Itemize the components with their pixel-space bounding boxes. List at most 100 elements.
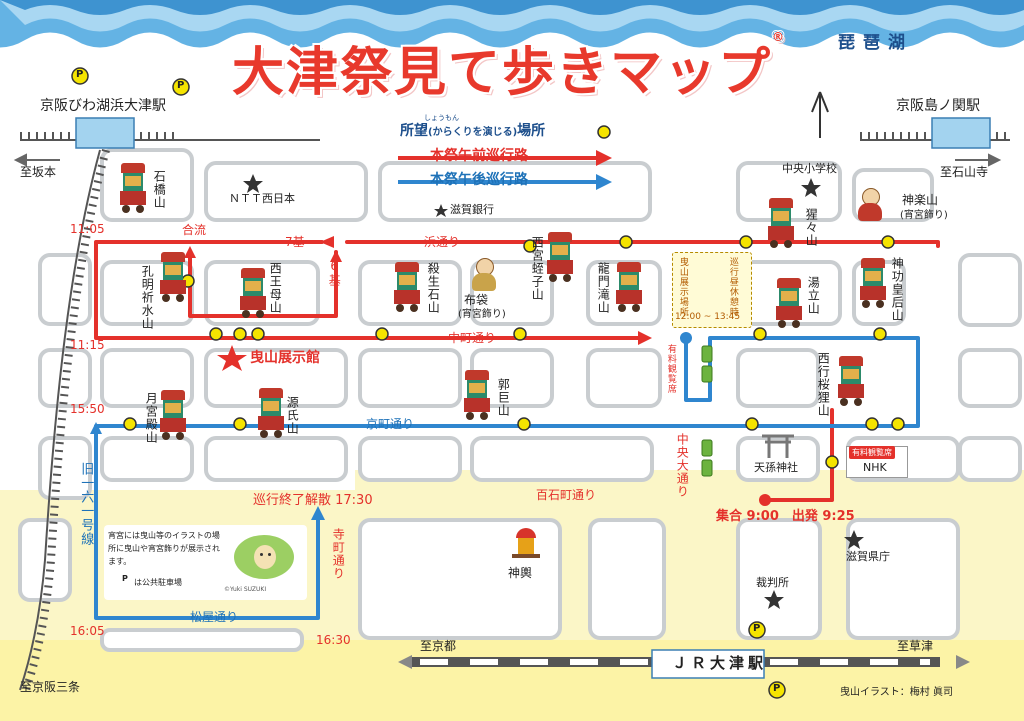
note-box: 宵宮には曳山等のイラストの場所に曳山や宵宮飾りが展示されます。 は公共駐車場 P… xyxy=(104,525,307,600)
route-goryu: 合流 xyxy=(182,223,207,237)
parking-icon: P xyxy=(76,69,84,80)
route-six: 6基 xyxy=(327,259,342,287)
float-label-hotei: 布袋 xyxy=(464,293,489,307)
float-icon-kakkyo xyxy=(462,370,492,420)
star-icon xyxy=(801,178,821,197)
morning-route xyxy=(345,240,940,248)
block xyxy=(204,161,368,222)
float-icon-saigyo xyxy=(836,356,866,406)
block xyxy=(958,253,1022,327)
shomo-ruby: しょうもん xyxy=(424,114,459,122)
float-icon-seiobo xyxy=(238,268,268,318)
float-icon-sessho xyxy=(392,262,422,312)
mascot-icon xyxy=(234,531,294,583)
time-1550: 15:50 xyxy=(70,402,105,416)
station-shimanoseki: 京阪島ノ関駅 xyxy=(896,98,980,114)
dir-keihan-sanjo: 至京阪三条 xyxy=(20,680,81,694)
shomo-stop xyxy=(233,327,247,341)
block xyxy=(846,518,960,640)
map-title: 大津祭見て歩きマップ® xyxy=(232,30,787,103)
shomo-stop xyxy=(513,327,527,341)
float-note-kagura: (宵宮飾り) xyxy=(900,210,948,221)
landmark-hikiyama-hall: 曳山展示館 xyxy=(250,350,320,366)
landmark-nhk: NHK xyxy=(863,461,887,474)
shomo-stop xyxy=(251,327,265,341)
shomo-stop xyxy=(523,239,537,253)
landmark-court: 裁判所 xyxy=(756,576,789,589)
block xyxy=(736,518,822,640)
time-1630: 16:30 xyxy=(316,633,351,647)
parking-note: は公共駐車場 xyxy=(134,578,182,587)
shomo-stop xyxy=(209,327,223,341)
float-icon-nishinomiya xyxy=(545,232,575,282)
hikiyama-hall-star xyxy=(217,345,247,371)
block xyxy=(100,436,194,482)
shomo-stop xyxy=(233,417,247,431)
shomo-stop xyxy=(739,235,753,249)
street-kyomachi: 京町通り xyxy=(366,417,415,431)
shomo-stop xyxy=(753,327,767,341)
float-icon-genji xyxy=(256,388,286,438)
block xyxy=(204,436,348,482)
float-label-sessho: 殺生石山 xyxy=(426,262,441,314)
figure-icon-kagura xyxy=(856,188,884,222)
float-icon-yutate xyxy=(774,278,804,328)
shomo-stop xyxy=(873,327,887,341)
shomo-stop xyxy=(123,417,137,431)
landmark-tenson: 天孫神社 xyxy=(754,461,798,474)
landmark-chuo-school: 中央小学校 xyxy=(782,162,837,175)
time-start: 集合 9:00 出発 9:25 xyxy=(716,509,855,524)
float-label-jingu: 神功皇后山 xyxy=(890,257,905,322)
shomo-stop xyxy=(597,125,611,139)
landmark-shiga-bank: 滋賀銀行 xyxy=(450,203,494,216)
block xyxy=(736,348,820,408)
dir-kyoto: 至京都 xyxy=(420,639,457,653)
lake-waves-dark xyxy=(0,0,1024,15)
float-icon-ryumon xyxy=(614,262,644,312)
station-jr-otsu: ＪＲ大津駅 xyxy=(672,654,768,672)
street-hama: 浜通り xyxy=(424,235,461,249)
street-nakamachi: 中町通り xyxy=(448,331,497,345)
hamaotsu-station xyxy=(75,117,135,149)
block xyxy=(358,518,562,640)
copyright: ©Yuki SUZUKI xyxy=(224,586,267,593)
shomo-stop xyxy=(517,417,531,431)
block xyxy=(100,628,304,652)
shomo-stop xyxy=(891,417,905,431)
legend-afternoon: 本祭午後巡行路 xyxy=(430,172,528,188)
torii-icon xyxy=(762,434,794,458)
star-icon xyxy=(764,590,784,609)
rest-area: 曳山展示場所 巡行昼休憩時 12:00 ~ 13:45 xyxy=(672,252,752,328)
star-icon xyxy=(844,530,864,549)
paid-seats-nhk: 有料観覧席 xyxy=(849,446,895,459)
float-label-kagura: 神楽山 xyxy=(902,193,939,207)
block xyxy=(588,518,666,640)
jr-strip xyxy=(0,640,1024,721)
figure-icon-hotei xyxy=(470,258,498,292)
dir-sakamoto: 至坂本 xyxy=(20,165,57,179)
street-teramachi: 寺町通り xyxy=(331,528,346,580)
float-label-shojo: 猩々山 xyxy=(804,208,819,247)
shomo-stop xyxy=(745,417,759,431)
block xyxy=(38,348,92,408)
shimanoseki-station xyxy=(931,117,991,149)
float-note-hotei: (宵宮飾り) xyxy=(458,309,506,320)
float-label-genji: 源氏山 xyxy=(285,396,300,435)
jr-otsu-station xyxy=(651,649,765,679)
time-1115: 11:15 xyxy=(70,338,105,352)
parking-icon xyxy=(172,78,190,96)
mikoshi-icon xyxy=(512,528,540,562)
shomo-stop xyxy=(375,327,389,341)
parking-icon: P xyxy=(753,623,761,634)
lake-label: 琵琶湖 xyxy=(838,33,913,53)
float-icon-ishibashi xyxy=(118,163,148,213)
lake-waves-light xyxy=(0,0,1024,32)
float-label-tsukimiya: 月宮殿山 xyxy=(144,392,159,444)
block xyxy=(586,348,662,408)
shomo-stop xyxy=(865,417,879,431)
star-icon xyxy=(434,204,448,217)
float-label-kakkyo: 郭巨山 xyxy=(496,378,511,417)
parking-icon: P xyxy=(122,574,128,583)
